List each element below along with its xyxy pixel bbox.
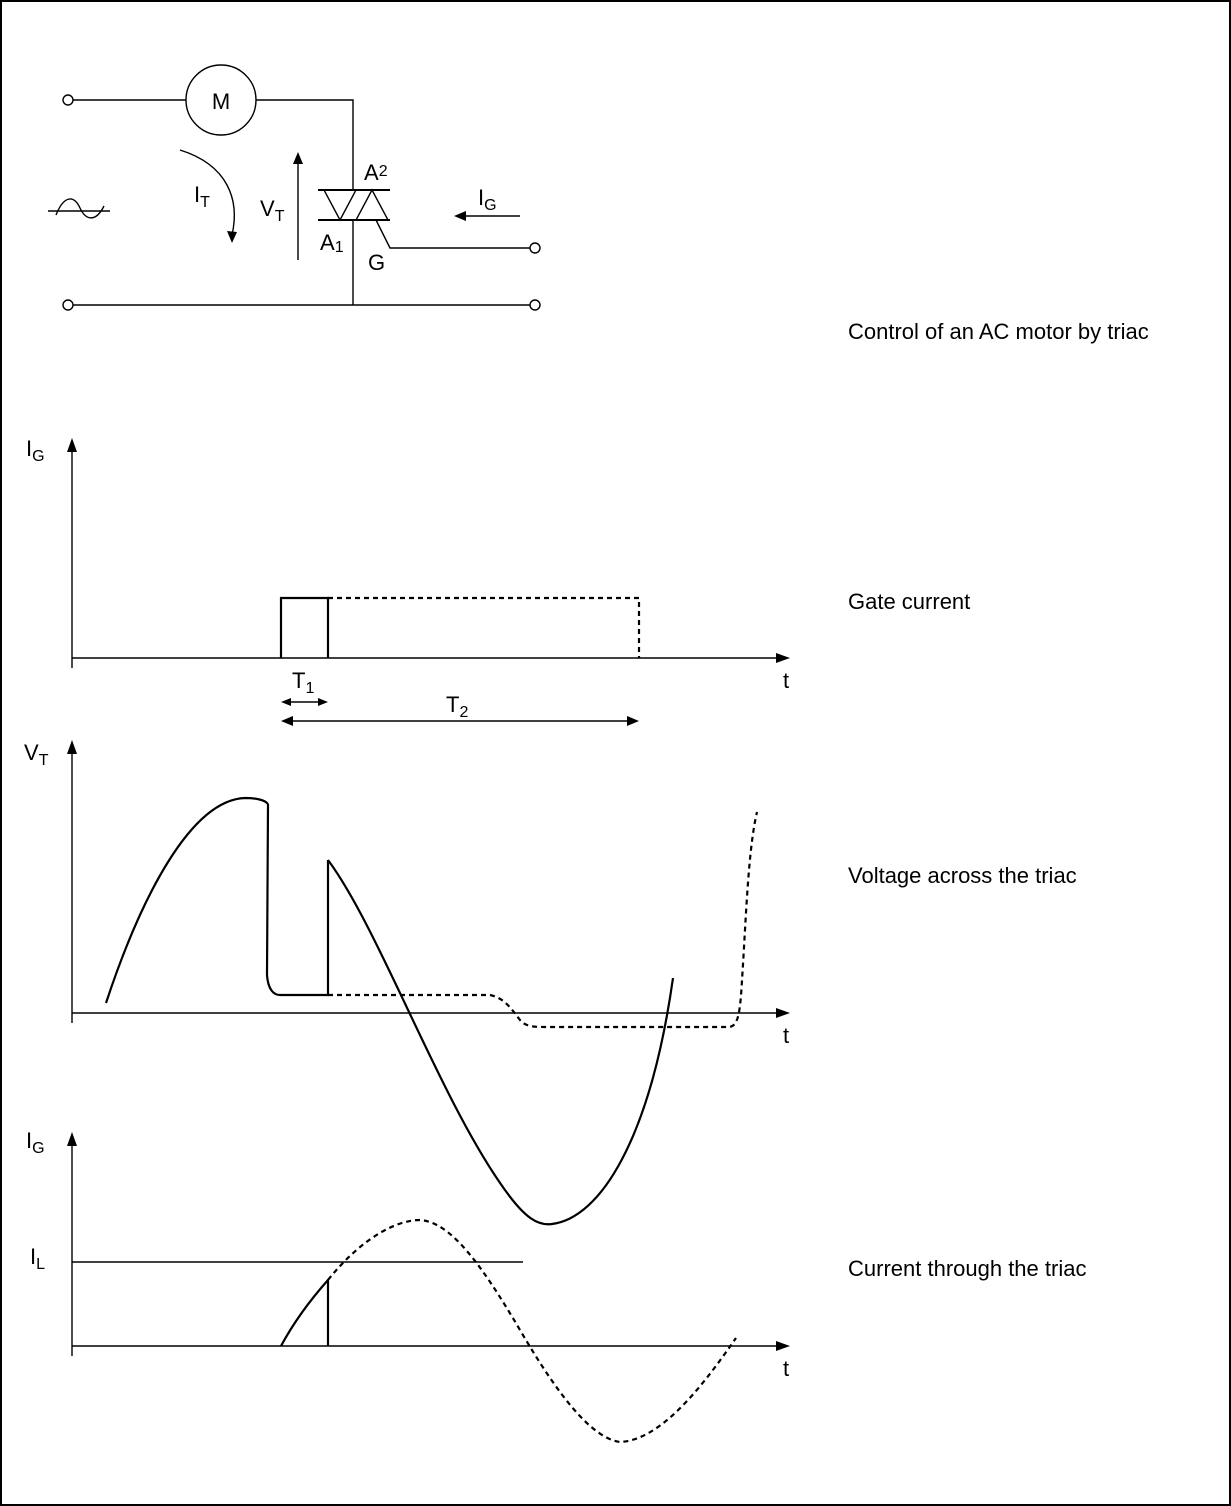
current-y-label: IG bbox=[26, 1128, 45, 1157]
gate-y-arrow bbox=[67, 438, 77, 452]
circuit-schematic: M IT VT IG A2 A1 G bbox=[48, 64, 541, 311]
wire-motor-to-a2 bbox=[256, 99, 354, 190]
caption-circuit: Control of an AC motor by triac bbox=[848, 319, 1149, 344]
voltage-y-label: VT bbox=[24, 740, 49, 769]
voltage-curve-first-half bbox=[104, 796, 269, 1004]
terminal-bottom-right bbox=[529, 299, 541, 311]
gate-x-arrow bbox=[776, 653, 790, 663]
voltage-y-arrow bbox=[67, 740, 77, 754]
wire-gate bbox=[375, 219, 530, 249]
voltage-curve-dashed bbox=[328, 811, 759, 1029]
it-arrow bbox=[179, 149, 235, 236]
gate-x-label: t bbox=[783, 668, 789, 693]
it-label: IT bbox=[194, 182, 210, 211]
latching-current-label: IL bbox=[30, 1244, 45, 1273]
ig-arrow-head bbox=[454, 211, 466, 221]
t1-arrow-right bbox=[318, 698, 328, 706]
voltage-x-label: t bbox=[783, 1023, 789, 1048]
motor-label: M bbox=[212, 89, 230, 114]
vt-label: VT bbox=[260, 196, 285, 225]
triac-diode-up bbox=[354, 188, 390, 221]
it-arrow-head bbox=[227, 231, 237, 243]
triac-symbol bbox=[318, 188, 390, 222]
caption-gate: Gate current bbox=[848, 589, 970, 614]
triac-diode-down bbox=[322, 189, 358, 222]
current-rise bbox=[280, 1277, 330, 1347]
gate-label: G bbox=[368, 250, 385, 275]
terminal-top-left bbox=[62, 94, 74, 106]
voltage-x-arrow bbox=[776, 1008, 790, 1018]
t1-arrow-left bbox=[281, 698, 291, 706]
current-x-arrow bbox=[776, 1341, 790, 1351]
current-plot: IG t IL bbox=[26, 1128, 790, 1444]
voltage-plot: VT t bbox=[24, 740, 790, 1226]
vt-arrow-head bbox=[293, 152, 303, 164]
voltage-curve-drop bbox=[265, 803, 330, 997]
ig-label: IG bbox=[478, 185, 497, 214]
voltage-curve-second-half bbox=[327, 859, 675, 1226]
current-curve-dashed bbox=[327, 1218, 737, 1444]
ac-source-icon bbox=[48, 198, 110, 219]
a2-label: A2 bbox=[364, 160, 388, 185]
a1-label: A1 bbox=[320, 230, 344, 256]
t2-arrow-left bbox=[281, 716, 293, 726]
gate-current-plot: IG t T1 T2 bbox=[26, 436, 790, 726]
gate-pulse-extended bbox=[328, 596, 641, 658]
gate-y-label: IG bbox=[26, 436, 45, 465]
caption-current: Current through the triac bbox=[848, 1256, 1086, 1281]
gate-pulse bbox=[279, 596, 330, 658]
terminal-gate bbox=[529, 242, 541, 254]
t2-label: T2 bbox=[446, 692, 468, 721]
terminal-bottom-left bbox=[62, 299, 74, 311]
t2-arrow-right bbox=[627, 716, 639, 726]
current-x-label: t bbox=[783, 1356, 789, 1381]
t1-label: T1 bbox=[292, 668, 314, 697]
caption-voltage: Voltage across the triac bbox=[848, 863, 1077, 888]
current-y-arrow bbox=[67, 1132, 77, 1146]
